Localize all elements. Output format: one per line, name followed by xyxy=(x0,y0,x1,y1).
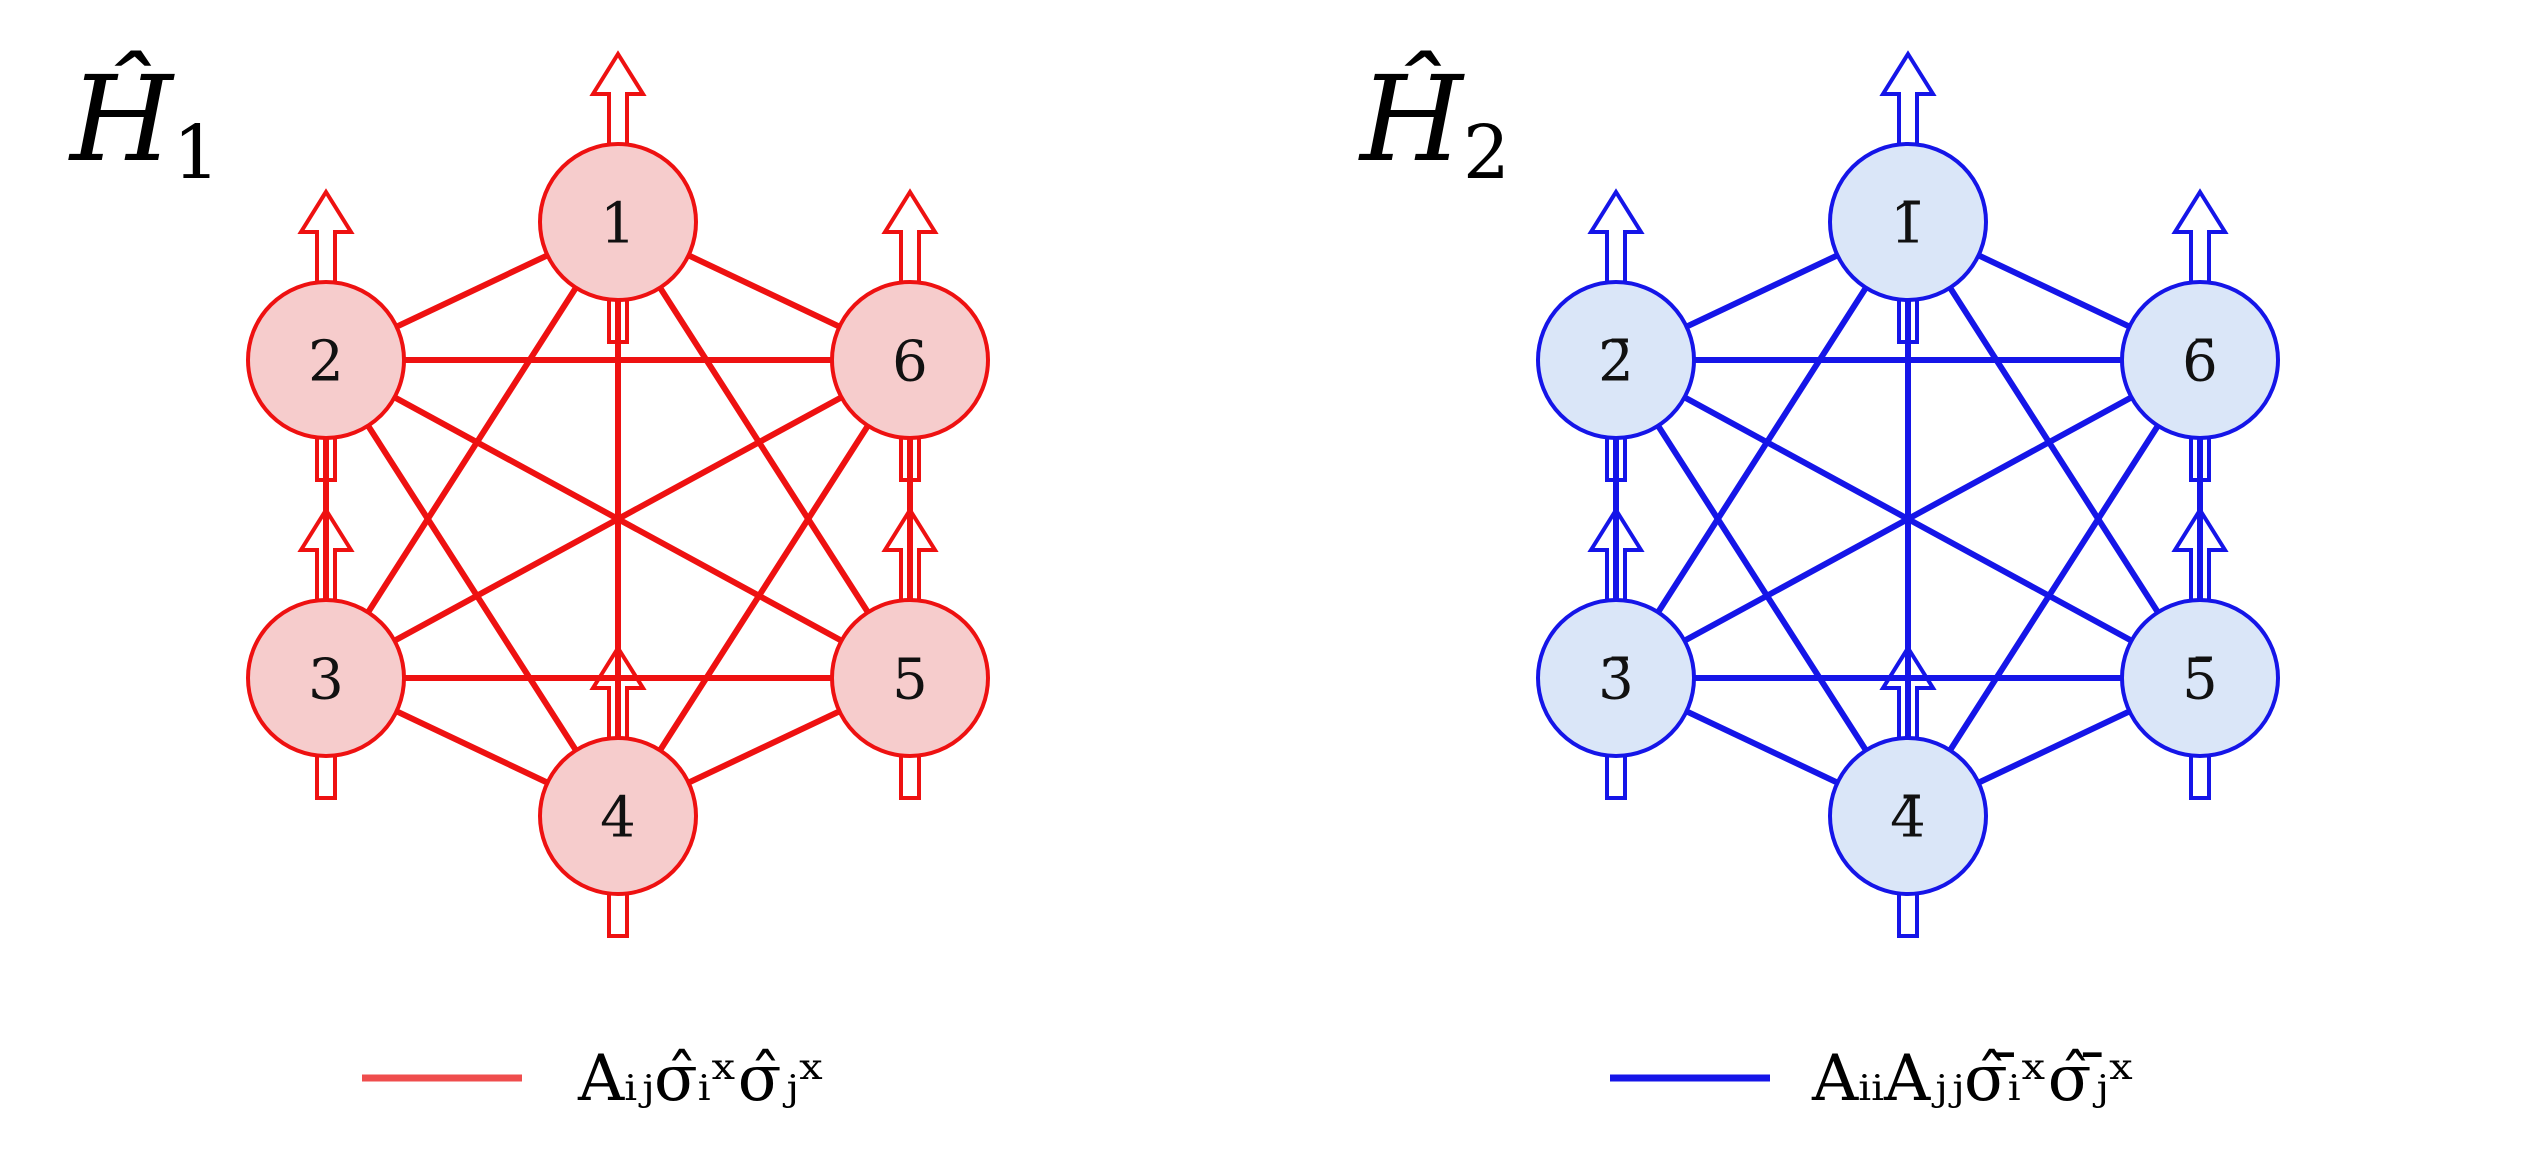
spin-nodes: 1̄ 2̄ 3̄ 4̄ 5̄ 6̄ xyxy=(1536,142,2280,896)
node-label: 3̄ xyxy=(1598,648,1634,713)
node-circle xyxy=(830,598,990,758)
node-label: 1 xyxy=(600,192,636,257)
coupling-edges xyxy=(1613,219,2203,819)
spin-node-3: 3 xyxy=(246,598,406,758)
edge-2-4 xyxy=(323,358,621,818)
node-circle xyxy=(246,598,406,758)
node-circle xyxy=(1828,736,1988,896)
node-circle xyxy=(2120,280,2280,440)
node-label: 4̄ xyxy=(1890,786,1926,851)
node-circle xyxy=(538,736,698,896)
node-circle xyxy=(1828,142,1988,302)
hamiltonian-symbol: Ĥ xyxy=(1358,50,1465,188)
edge-1-3 xyxy=(1613,220,1911,680)
node-label: 3 xyxy=(308,648,344,713)
edge-2-4 xyxy=(1613,358,1911,818)
hamiltonian-title: Ĥ1 xyxy=(68,50,220,196)
spin-node-6: 6̄ xyxy=(2120,280,2280,440)
hamiltonian-subscript: 1 xyxy=(173,110,220,196)
edge-3-6 xyxy=(1614,357,2202,681)
spin-nodes: 1 2 3 4 5 6 xyxy=(246,142,990,896)
node-circle xyxy=(830,280,990,440)
spin-node-4: 4̄ xyxy=(1828,736,1988,896)
hamiltonian-symbol: Ĥ xyxy=(68,50,175,188)
legend-label: Aᵢⱼσ̂ᵢˣσ̂ⱼˣ xyxy=(577,1042,825,1116)
node-label: 5 xyxy=(892,648,928,713)
node-circle xyxy=(246,280,406,440)
node-label: 2̄ xyxy=(1598,330,1634,395)
edge-4-6 xyxy=(1905,358,2203,818)
node-label: 2 xyxy=(308,330,344,395)
edge-3-6 xyxy=(324,357,912,681)
edge-1-5 xyxy=(615,220,913,680)
node-label: 4 xyxy=(600,786,636,851)
spin-node-5: 5 xyxy=(830,598,990,758)
node-label: 6̄ xyxy=(2182,330,2218,395)
legend: Aᵢⱼσ̂ᵢˣσ̂ⱼˣ xyxy=(362,1042,825,1116)
spin-node-6: 6 xyxy=(830,280,990,440)
spin-node-3: 3̄ xyxy=(1536,598,1696,758)
node-circle xyxy=(538,142,698,302)
edge-1-3 xyxy=(323,220,621,680)
node-label: 5̄ xyxy=(2182,648,2218,713)
hamiltonian-title: Ĥ2 xyxy=(1358,50,1510,196)
edge-4-6 xyxy=(615,358,913,818)
spin-node-5: 5̄ xyxy=(2120,598,2280,758)
node-label: 1̄ xyxy=(1890,192,1926,257)
spin-node-2: 2 xyxy=(246,280,406,440)
legend: AᵢᵢAⱼⱼσ̂ᵢ̄ˣσ̂ⱼ̄ˣ xyxy=(1610,1042,2135,1116)
node-circle xyxy=(1536,280,1696,440)
edge-1-5 xyxy=(1905,220,2203,680)
hamiltonian-subscript: 2 xyxy=(1463,110,1510,196)
node-circle xyxy=(2120,598,2280,758)
node-circle xyxy=(1536,598,1696,758)
legend-label: AᵢᵢAⱼⱼσ̂ᵢ̄ˣσ̂ⱼ̄ˣ xyxy=(1811,1042,2135,1116)
spin-node-2: 2̄ xyxy=(1536,280,1696,440)
spin-node-1: 1̄ xyxy=(1828,142,1988,302)
spin-node-1: 1 xyxy=(538,142,698,302)
coupling-edges xyxy=(323,219,913,819)
spin-node-4: 4 xyxy=(538,736,698,896)
node-label: 6 xyxy=(892,330,928,395)
